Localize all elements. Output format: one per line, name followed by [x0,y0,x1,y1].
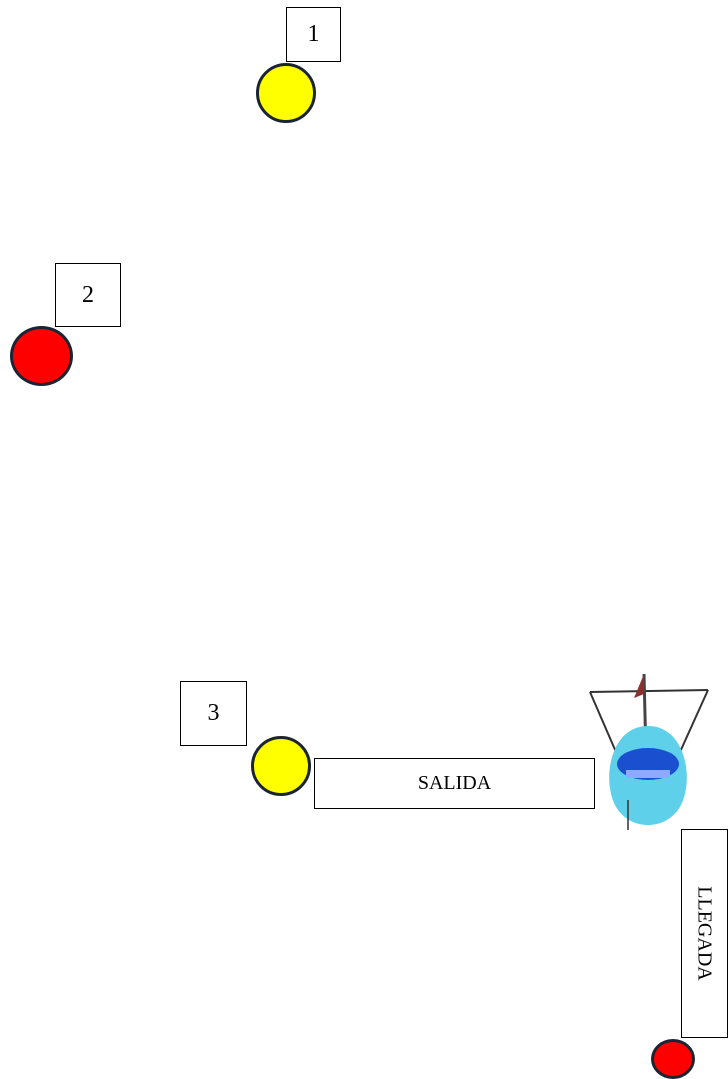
buoy-1-yellow-icon [256,63,316,123]
buoy-2-red-icon [10,326,73,386]
buoy-finish-red-icon [651,1039,695,1079]
marker-number-1: 1 [307,21,320,47]
finish-label: LLEGADA [681,829,728,1038]
start-label: SALIDA [314,758,595,809]
marker-number-3: 3 [207,700,220,726]
finish-label-text: LLEGADA [694,886,716,981]
marker-box-3: 3 [180,681,247,746]
sail-flag-icon [634,674,644,698]
marker-number-2: 2 [82,281,94,308]
buoy-3-yellow-icon [251,736,311,796]
marker-box-1: 1 [286,7,341,62]
marker-box-2: 2 [55,263,121,327]
start-label-text: SALIDA [417,772,492,794]
sailboat-icon [589,673,709,830]
